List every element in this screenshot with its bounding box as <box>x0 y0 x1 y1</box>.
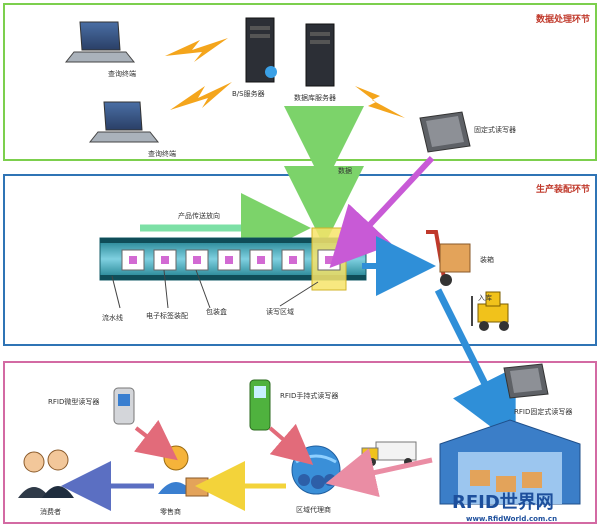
package-box <box>121 249 305 271</box>
logo-url-text: www.RfidWorld.com.cn <box>466 515 557 523</box>
label-handheld-reader: RFID手持式读写器 <box>280 391 338 400</box>
retailer-icon <box>158 445 209 497</box>
fixed-reader-icon <box>419 111 471 153</box>
label-retailer: 零售商 <box>160 507 181 516</box>
section-title-data: 数据处理环节 <box>536 13 590 25</box>
section-distribution <box>3 361 597 524</box>
label-agent: 区域代理商 <box>296 505 331 514</box>
logo-main-text: RFID世界网 <box>452 492 554 513</box>
fixed-reader-icon <box>503 363 549 399</box>
handheld-to-agent-arrow <box>268 423 314 466</box>
label-rw-area: 读写区域 <box>266 307 294 316</box>
hand-truck-icon <box>426 230 471 286</box>
label-bs-server: B/S服务器 <box>232 89 265 98</box>
handheld-reader-icon <box>249 379 271 431</box>
warehouse-icon <box>439 419 581 505</box>
rfidworld-logo: RFID世界网 www.RfidWorld.com.cn <box>452 492 557 523</box>
to-warehouse-arrow <box>434 288 516 446</box>
label-fixed-reader-bottom: RFID固定式读写器 <box>514 407 572 416</box>
label-query-terminal-1: 查询终端 <box>108 69 136 78</box>
warehouse-to-agent-arrow <box>325 448 433 498</box>
laptop-icon <box>88 101 160 143</box>
micro-reader-icon <box>113 387 135 425</box>
wireless-bolt-icon <box>355 86 405 118</box>
label-data: 数据 <box>338 166 352 175</box>
label-conveyor-direction: 产品传送放向 <box>178 211 220 220</box>
label-package-box: 包装盒 <box>206 307 227 316</box>
laptop-icon <box>64 21 136 63</box>
label-storage: 入库 <box>478 293 492 302</box>
reader-to-retailer-arrow <box>133 419 178 461</box>
forklift-icon <box>471 291 509 331</box>
label-assembly-line: 流水线 <box>102 313 123 322</box>
server-icon <box>305 23 335 87</box>
wireless-bolt-icon <box>170 82 232 110</box>
label-micro-reader: RFID微型读写器 <box>48 397 99 406</box>
label-fixed-reader-top: 固定式读写器 <box>474 125 516 134</box>
label-db-server: 数据库服务器 <box>294 93 336 102</box>
server-icon <box>245 17 277 83</box>
label-tag-assembly: 电子标签装配 <box>146 311 188 320</box>
globe-agent-icon <box>291 445 341 495</box>
truck-icon <box>361 441 417 466</box>
consumer-icon <box>18 449 74 498</box>
section-title-production: 生产装配环节 <box>536 183 590 195</box>
reader-signal-arrow <box>329 155 435 268</box>
label-packing: 装箱 <box>480 255 494 264</box>
wireless-bolt-icon <box>165 38 228 62</box>
label-query-terminal-2: 查询终端 <box>148 149 176 158</box>
label-consumer: 消费者 <box>40 507 61 516</box>
